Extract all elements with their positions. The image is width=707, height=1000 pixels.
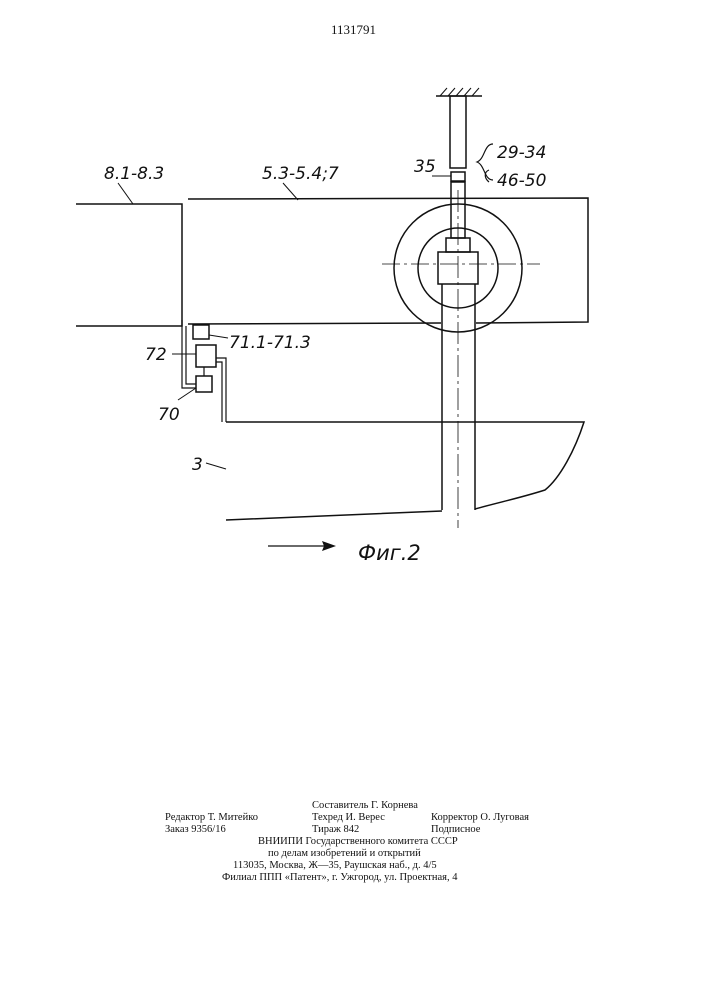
sensor-71 [193, 325, 209, 339]
label-unit-70: 70 [158, 405, 180, 425]
label-base: 3 [192, 455, 203, 475]
unit70-leader [178, 388, 196, 400]
imprint-circulation: Тираж 842 [312, 824, 359, 835]
imprint-corrector: Корректор О. Луговая [431, 812, 529, 823]
imprint-compiler: Составитель Г. Корнева [312, 800, 418, 811]
imprint-branch: Филиал ППП «Патент», г. Ужгород, ул. Про… [222, 872, 457, 883]
unit-70 [196, 376, 212, 392]
wire-c [216, 358, 226, 422]
wire-d [216, 362, 222, 422]
imprint-org2: по делам изобретений и открытий [268, 848, 421, 859]
imprint-address: 113035, Москва, Ж—35, Раушская наб., д. … [233, 860, 437, 871]
label-beam: 5.3-5.4;7 [262, 164, 339, 184]
imprint-org1: ВНИИПИ Государственного комитета СССР [258, 836, 458, 847]
label-brace-bottom: 46-50 [497, 171, 546, 191]
beam-leader [283, 183, 298, 200]
label-unit-72: 72 [145, 345, 167, 365]
imprint-techred: Техред И. Верес [312, 812, 385, 823]
rolls-leader [118, 183, 133, 204]
hanging-rod [450, 96, 466, 168]
sensor71-leader [209, 335, 228, 338]
ceiling-hatch [440, 88, 479, 96]
label-brace-top: 29-34 [497, 143, 546, 163]
base-block [226, 422, 584, 520]
wire-b [186, 326, 196, 384]
direction-arrow-head [322, 541, 336, 551]
figure-caption: Фиг.2 [358, 541, 421, 565]
imprint-subscription: Подписное [431, 824, 480, 835]
shaft [442, 284, 475, 510]
figure-2-drawing: 8.1-8.3 5.3-5.4;7 35 29-34 46-50 71.1-71… [0, 0, 707, 620]
label-sensor: 71.1-71.3 [229, 333, 311, 353]
base-leader [206, 463, 226, 469]
imprint-editor: Редактор Т. Митейко [165, 812, 258, 823]
beam-body [188, 198, 588, 324]
label-rolls: 8.1-8.3 [104, 164, 164, 184]
imprint-order: Заказ 9356/16 [165, 824, 226, 835]
label-rod-sensor: 35 [414, 157, 436, 177]
rolls-block [76, 204, 182, 326]
unit-72 [196, 345, 216, 367]
rod-sensor-35 [451, 172, 465, 181]
